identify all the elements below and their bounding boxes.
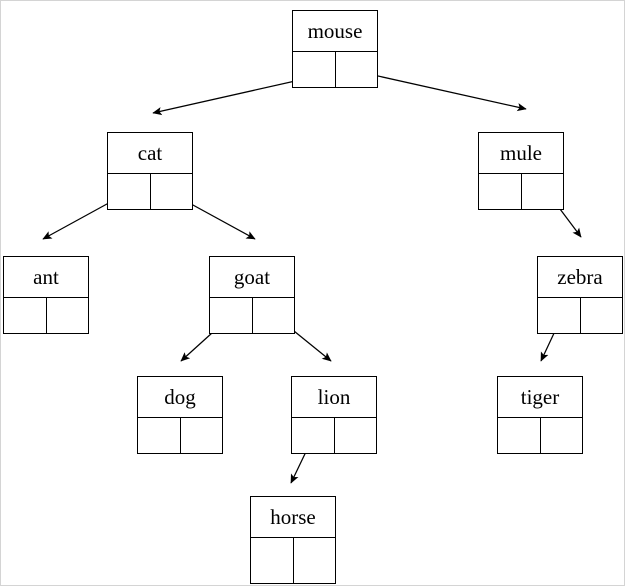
node-pointers-goat — [210, 298, 294, 333]
node-pointers-ant — [4, 298, 88, 333]
node-left-pointer-zebra[interactable] — [538, 298, 581, 333]
tree-node-tiger[interactable]: tiger — [497, 376, 583, 454]
node-label-dog: dog — [138, 377, 222, 418]
tree-node-mouse[interactable]: mouse — [292, 10, 378, 88]
node-right-pointer-tiger[interactable] — [541, 418, 583, 453]
node-label-goat: goat — [210, 257, 294, 298]
node-pointers-horse — [251, 538, 335, 583]
tree-node-ant[interactable]: ant — [3, 256, 89, 334]
tree-node-cat[interactable]: cat — [107, 132, 193, 210]
node-pointers-zebra — [538, 298, 622, 333]
tree-node-lion[interactable]: lion — [291, 376, 377, 454]
tree-node-dog[interactable]: dog — [137, 376, 223, 454]
node-right-pointer-cat[interactable] — [151, 174, 193, 209]
node-pointers-tiger — [498, 418, 582, 453]
node-pointers-mouse — [293, 52, 377, 87]
node-right-pointer-lion[interactable] — [335, 418, 377, 453]
node-label-tiger: tiger — [498, 377, 582, 418]
node-left-pointer-cat[interactable] — [108, 174, 151, 209]
node-left-pointer-ant[interactable] — [4, 298, 47, 333]
tree-node-mule[interactable]: mule — [478, 132, 564, 210]
node-label-mouse: mouse — [293, 11, 377, 52]
node-left-pointer-horse[interactable] — [251, 538, 294, 583]
node-left-pointer-mule[interactable] — [479, 174, 522, 209]
node-left-pointer-lion[interactable] — [292, 418, 335, 453]
node-right-pointer-horse[interactable] — [294, 538, 336, 583]
node-label-horse: horse — [251, 497, 335, 538]
node-left-pointer-mouse[interactable] — [293, 52, 336, 87]
node-label-lion: lion — [292, 377, 376, 418]
node-label-mule: mule — [479, 133, 563, 174]
node-left-pointer-goat[interactable] — [210, 298, 253, 333]
node-label-cat: cat — [108, 133, 192, 174]
tree-node-horse[interactable]: horse — [250, 496, 336, 584]
tree-node-goat[interactable]: goat — [209, 256, 295, 334]
node-pointers-mule — [479, 174, 563, 209]
node-right-pointer-mule[interactable] — [522, 174, 564, 209]
node-right-pointer-zebra[interactable] — [581, 298, 623, 333]
node-left-pointer-dog[interactable] — [138, 418, 181, 453]
node-left-pointer-tiger[interactable] — [498, 418, 541, 453]
node-label-ant: ant — [4, 257, 88, 298]
node-pointers-cat — [108, 174, 192, 209]
node-right-pointer-ant[interactable] — [47, 298, 89, 333]
node-label-zebra: zebra — [538, 257, 622, 298]
node-right-pointer-goat[interactable] — [253, 298, 295, 333]
tree-node-zebra[interactable]: zebra — [537, 256, 623, 334]
node-pointers-dog — [138, 418, 222, 453]
node-pointers-lion — [292, 418, 376, 453]
node-right-pointer-dog[interactable] — [181, 418, 223, 453]
node-right-pointer-mouse[interactable] — [336, 52, 378, 87]
